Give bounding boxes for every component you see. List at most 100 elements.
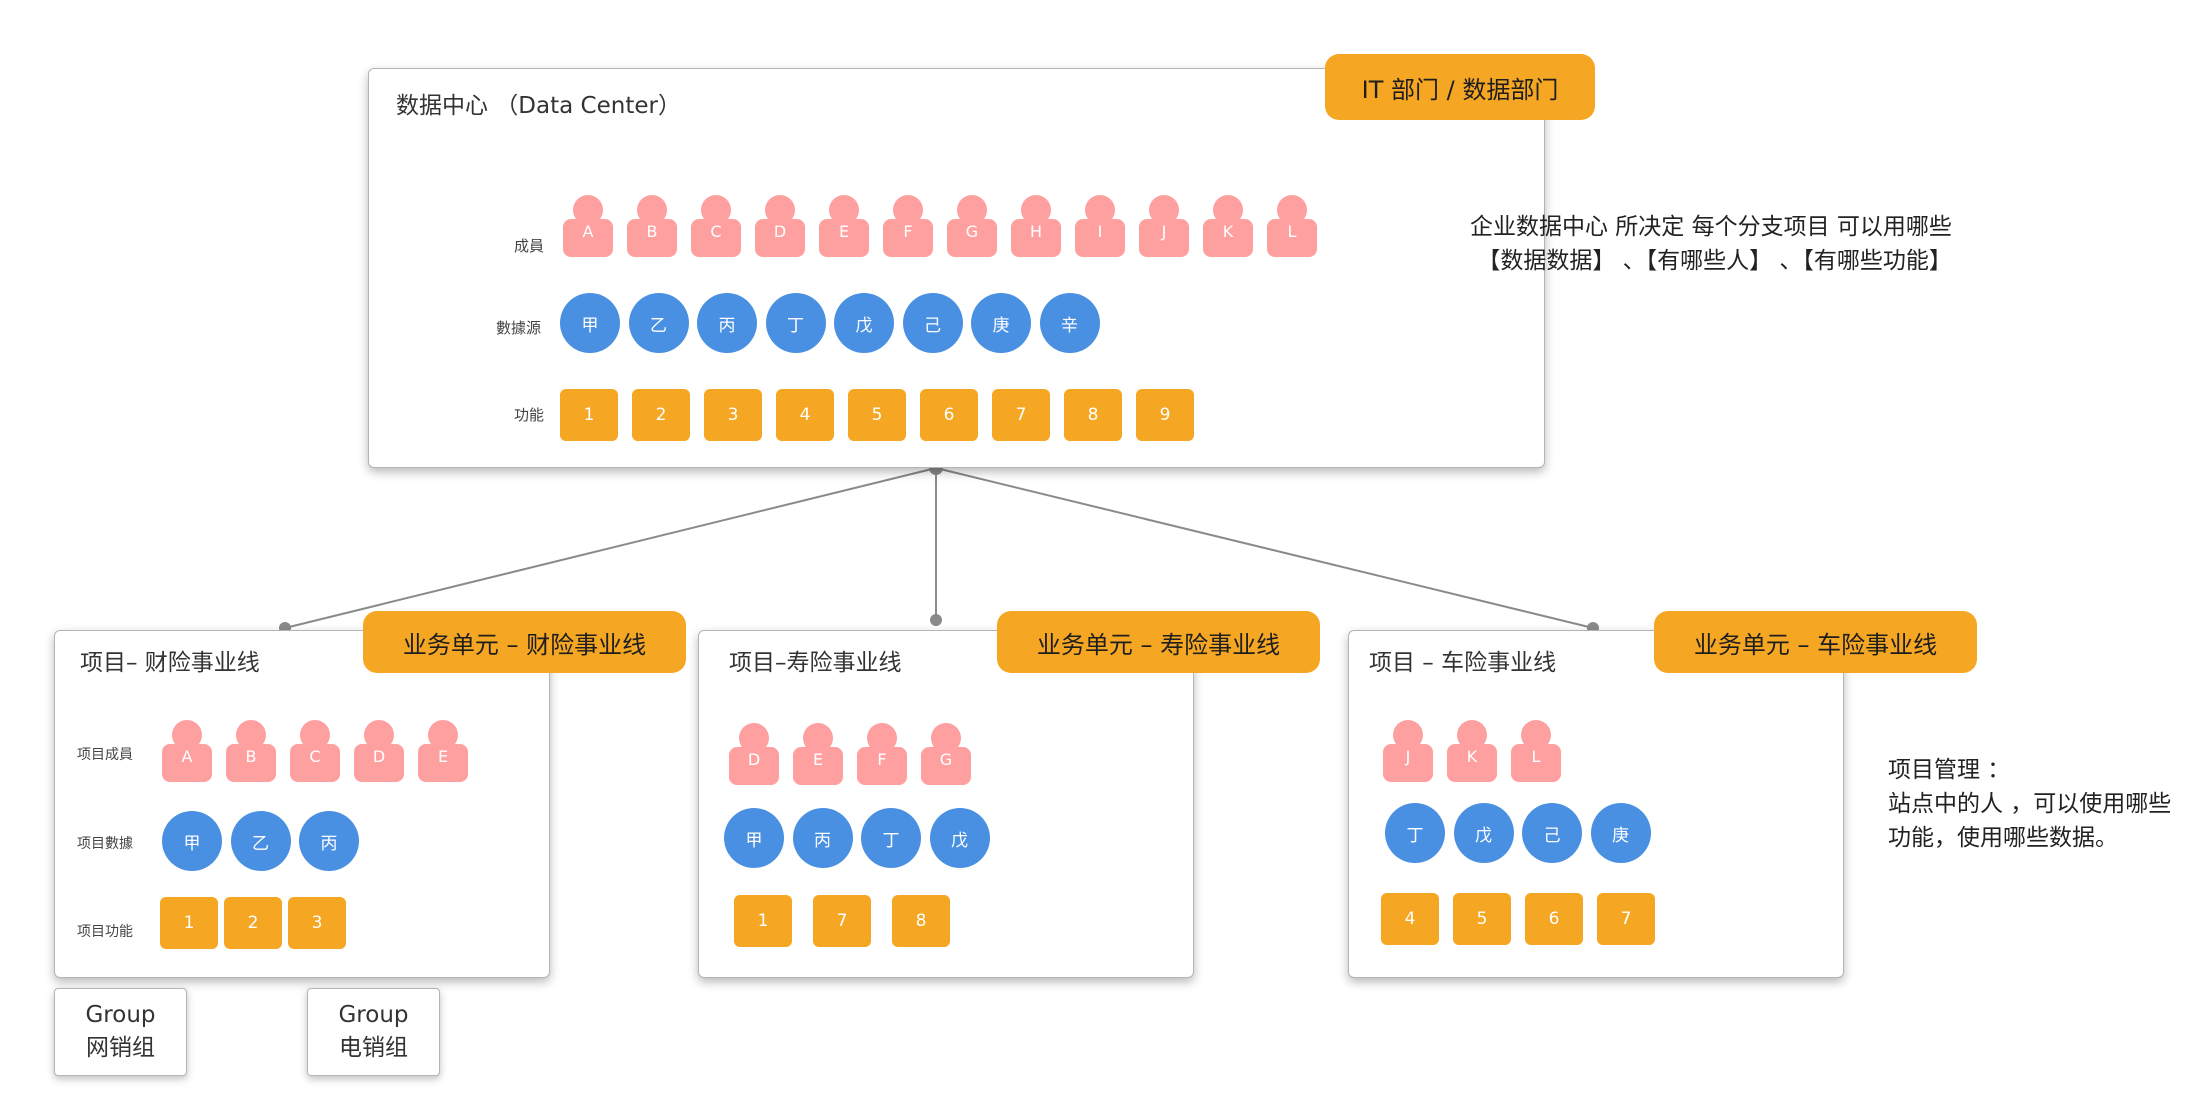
- person-body-icon: [1011, 219, 1061, 257]
- project-members-label: 项目成員: [77, 747, 133, 763]
- member-person-icon: B: [226, 720, 276, 782]
- member-label: J: [1161, 222, 1167, 241]
- data-center-title: 数据中心 （Data Center）: [396, 93, 681, 119]
- person-body-icon: [857, 747, 907, 785]
- function-square: 7: [813, 895, 871, 947]
- function-square: 4: [1381, 893, 1439, 945]
- connector-node: [930, 614, 942, 626]
- data-source-circle: 己: [902, 293, 963, 353]
- member-label: G: [939, 750, 953, 769]
- members-label: 成員: [514, 237, 545, 255]
- member-person-icon: G: [947, 195, 997, 257]
- person-body-icon: [819, 219, 869, 257]
- person-body-icon: [1511, 744, 1561, 782]
- group-label: Group: [338, 1002, 409, 1028]
- project-tag-property: 业务单元 – 财险事业线: [363, 611, 686, 673]
- project-tag-life: 业务单元 – 寿险事业线: [997, 611, 1320, 673]
- note-line: 项目管理 ：: [1888, 757, 2011, 783]
- note-line: 功能，使用哪些数据。: [1888, 825, 2118, 851]
- member-person-icon: H: [1011, 195, 1061, 257]
- data-source-circle: 丁: [1385, 803, 1445, 863]
- member-label: I: [1097, 222, 1103, 241]
- data-source-circle: 戊: [1453, 803, 1514, 863]
- function-square: 3: [288, 897, 346, 949]
- member-label: A: [181, 747, 193, 766]
- member-label: F: [877, 750, 887, 769]
- person-body-icon: [1203, 219, 1253, 257]
- person-body-icon: [563, 219, 613, 257]
- member-person-icon: D: [354, 720, 404, 782]
- person-body-icon: [1267, 219, 1317, 257]
- member-label: F: [903, 222, 913, 241]
- person-body-icon: [162, 744, 212, 782]
- member-person-icon: L: [1267, 195, 1317, 257]
- person-body-icon: [883, 219, 933, 257]
- function-square: 9: [1136, 389, 1194, 441]
- member-label: L: [1287, 222, 1297, 241]
- member-label: A: [582, 222, 594, 241]
- member-label: E: [812, 750, 824, 769]
- member-label: E: [437, 747, 449, 766]
- member-label: K: [1466, 747, 1478, 766]
- group-name: 电销组: [339, 1035, 408, 1061]
- member-person-icon: E: [819, 195, 869, 257]
- data-source-circle: 丙: [299, 811, 359, 871]
- group-label: Group: [85, 1002, 156, 1028]
- data-center-note: 企业数据中心 所决定 每个分支项目 可以用哪些 【数据数据】 、【有哪些人】 、…: [1470, 210, 1952, 278]
- member-label: J: [1405, 747, 1411, 766]
- person-body-icon: [755, 219, 805, 257]
- member-person-icon: I: [1075, 195, 1125, 257]
- member-label: G: [965, 222, 979, 241]
- data-source-circle: 庚: [1590, 803, 1651, 863]
- function-square: 5: [1453, 893, 1511, 945]
- function-square: 2: [632, 389, 690, 441]
- data-source-circle: 乙: [628, 293, 689, 353]
- member-person-icon: K: [1203, 195, 1253, 257]
- function-square: 2: [224, 897, 282, 949]
- member-person-icon: K: [1447, 720, 1497, 782]
- group-box-online: Group 网销组: [54, 988, 187, 1076]
- function-square: 3: [704, 389, 762, 441]
- person-body-icon: [1139, 219, 1189, 257]
- data-source-circle: 己: [1522, 803, 1582, 863]
- data-source-circle: 乙: [230, 811, 291, 871]
- member-person-icon: A: [162, 720, 212, 782]
- data-source-circle: 辛: [1039, 293, 1100, 353]
- data-source-circle: 丙: [792, 808, 853, 868]
- member-person-icon: F: [883, 195, 933, 257]
- member-label: B: [245, 747, 257, 766]
- function-square: 4: [776, 389, 834, 441]
- person-body-icon: [691, 219, 741, 257]
- person-body-icon: [1383, 744, 1433, 782]
- function-square: 5: [848, 389, 906, 441]
- member-person-icon: F: [857, 723, 907, 785]
- data-source-circle: 丁: [861, 808, 921, 868]
- member-label: L: [1531, 747, 1541, 766]
- data-source-circle: 甲: [560, 293, 620, 353]
- note-line: 站点中的人 ，可以使用哪些: [1888, 791, 2172, 817]
- data-center-tag: IT 部门 / 数据部门: [1325, 54, 1595, 120]
- sources-label: 數據源: [496, 319, 542, 337]
- note-line: 【数据数据】 、【有哪些人】 、【有哪些功能】: [1477, 248, 1952, 274]
- group-name: 网销组: [86, 1035, 155, 1061]
- member-person-icon: A: [563, 195, 613, 257]
- member-person-icon: C: [290, 720, 340, 782]
- person-body-icon: [418, 744, 468, 782]
- data-source-circle: 丙: [697, 293, 757, 353]
- project-note: 项目管理 ： 站点中的人 ，可以使用哪些 功能，使用哪些数据。: [1888, 753, 2171, 855]
- function-square: 1: [160, 897, 218, 949]
- member-label: C: [710, 222, 722, 241]
- project-sources-label: 项目數據: [77, 836, 133, 852]
- member-label: D: [372, 747, 386, 766]
- function-square: 1: [560, 389, 618, 441]
- member-person-icon: G: [921, 723, 971, 785]
- data-source-circle: 戊: [929, 808, 990, 868]
- project-title: 项目 – 车险事业线: [1369, 650, 1557, 676]
- member-person-icon: L: [1511, 720, 1561, 782]
- project-tag-auto: 业务单元 – 车险事业线: [1654, 611, 1977, 673]
